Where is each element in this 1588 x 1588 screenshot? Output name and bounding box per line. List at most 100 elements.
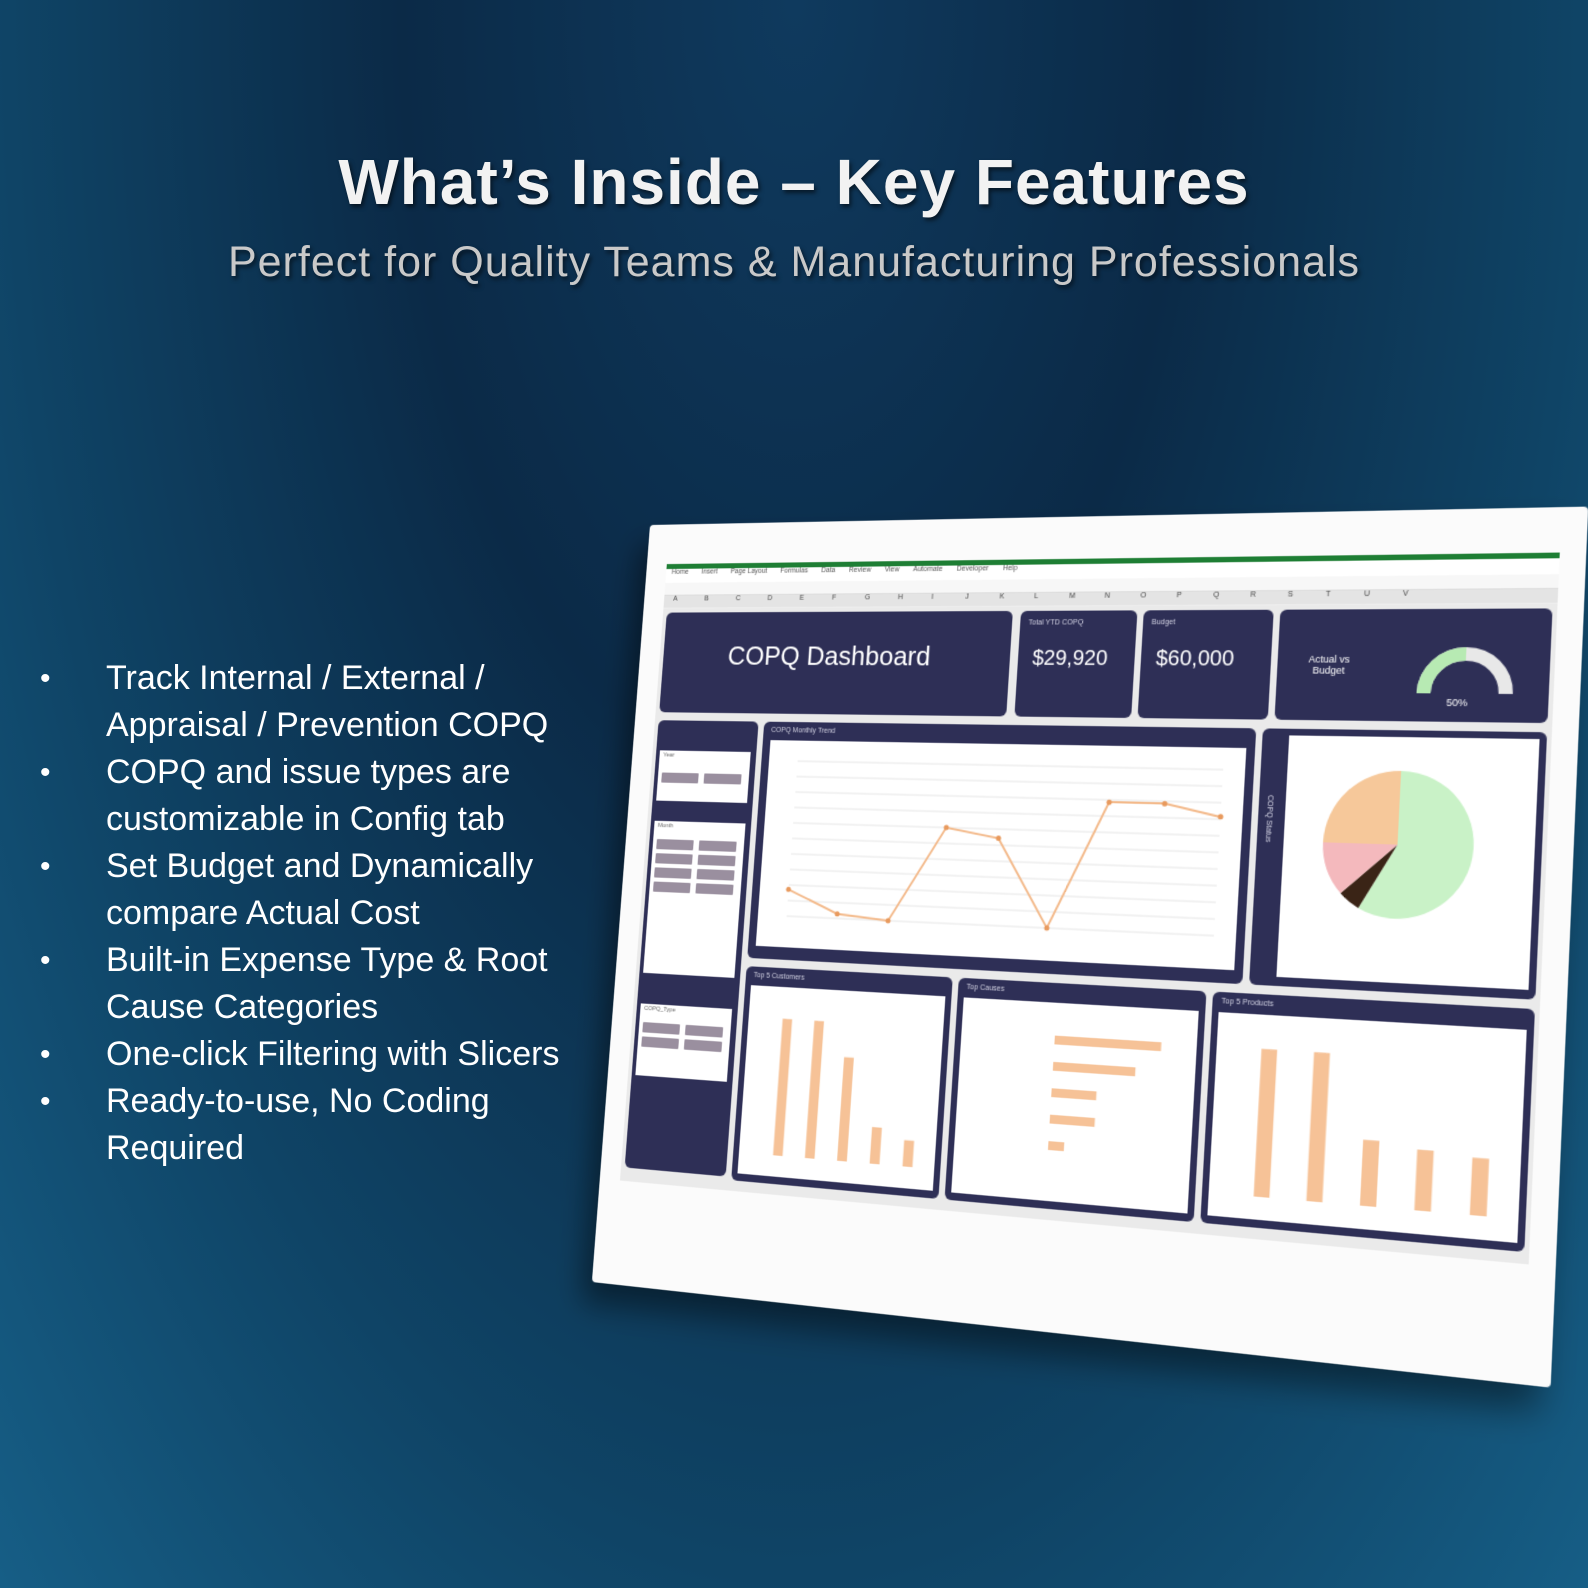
bar xyxy=(1047,1141,1065,1152)
slicer-option[interactable] xyxy=(642,1022,681,1035)
status-panel: COPQ Status xyxy=(1249,728,1548,1000)
slicer-option[interactable] xyxy=(683,1039,723,1053)
gauge-value: 50% xyxy=(1446,696,1468,709)
column-header[interactable]: V xyxy=(1402,590,1409,598)
pie-slice xyxy=(1323,769,1402,845)
slicer-option[interactable] xyxy=(697,854,736,867)
ribbon-tab[interactable]: Home xyxy=(671,568,689,576)
ribbon-tab[interactable]: Help xyxy=(1002,564,1018,573)
type-slicer[interactable]: COPQ_Type xyxy=(635,1003,733,1082)
trend-panel: COPQ Monthly Trend xyxy=(747,721,1257,985)
bar xyxy=(1051,1088,1097,1101)
slicer-option[interactable] xyxy=(684,1024,724,1038)
ribbon-tab[interactable]: Insert xyxy=(701,568,718,576)
column-header[interactable]: L xyxy=(1033,592,1039,601)
page-title: What’s Inside – Key Features xyxy=(338,146,1250,218)
bar xyxy=(1049,1114,1096,1127)
bullet-icon: • xyxy=(40,850,51,883)
feature-item: •One-click Filtering with Slicers xyxy=(40,1031,620,1078)
column-header[interactable]: M xyxy=(1069,592,1076,601)
column-header[interactable]: Q xyxy=(1213,591,1220,600)
ribbon-tab[interactable]: Review xyxy=(848,566,872,574)
grid-line xyxy=(787,916,1214,936)
grid-line xyxy=(798,761,1224,770)
bar xyxy=(869,1126,882,1165)
bar xyxy=(837,1057,854,1162)
ribbon-tab[interactable]: Data xyxy=(820,566,836,575)
feature-item: •Set Budget and Dynamically compare Actu… xyxy=(40,843,620,937)
trend-line xyxy=(787,794,1222,936)
customers-bar-chart xyxy=(737,985,946,1191)
year-slicer[interactable]: Year xyxy=(656,750,751,804)
slicer-option[interactable] xyxy=(654,867,692,879)
trend-chart xyxy=(755,740,1247,971)
column-header[interactable]: T xyxy=(1325,590,1331,599)
column-header[interactable]: E xyxy=(799,594,805,602)
column-header[interactable]: P xyxy=(1176,591,1182,600)
column-header[interactable]: N xyxy=(1104,592,1111,600)
bar xyxy=(1414,1149,1434,1212)
column-header[interactable]: B xyxy=(704,595,709,603)
bar xyxy=(804,1020,825,1159)
column-header[interactable]: S xyxy=(1287,590,1294,599)
bullet-icon: • xyxy=(40,944,51,977)
slicer-option[interactable] xyxy=(661,772,699,784)
causes-panel: Top Causes xyxy=(944,977,1207,1223)
dashboard-title: COPQ Dashboard xyxy=(726,640,932,672)
ribbon-tab[interactable]: Automate xyxy=(912,565,943,574)
grid-line xyxy=(796,777,1222,787)
causes-bar-chart xyxy=(951,997,1199,1214)
month-slicer[interactable]: Month xyxy=(643,820,746,978)
page-subtitle: Perfect for Quality Teams & Manufacturin… xyxy=(227,238,1361,286)
bar xyxy=(773,1018,793,1157)
dashboard: COPQ Dashboard Total YTD COPQ $29,920 Bu… xyxy=(619,603,1558,1265)
slicer-option[interactable] xyxy=(655,853,693,865)
slicer-option[interactable] xyxy=(696,868,735,881)
ribbon-tab[interactable]: Developer xyxy=(956,565,989,573)
slicer-title: Month xyxy=(657,822,674,830)
panel-title: Top 5 Products xyxy=(1221,997,1274,1009)
grid-line xyxy=(794,807,1220,819)
column-header[interactable]: I xyxy=(931,593,934,601)
grid-line xyxy=(790,869,1217,885)
column-header[interactable]: O xyxy=(1140,592,1147,600)
bullet-icon: • xyxy=(40,1085,51,1118)
grid-line xyxy=(789,885,1216,902)
panel-title: COPQ Status xyxy=(1263,794,1274,843)
bar xyxy=(902,1140,915,1168)
gauge-panel: Actual vs Budget 50% xyxy=(1274,608,1553,724)
column-header[interactable]: K xyxy=(999,593,1005,601)
column-header[interactable]: R xyxy=(1250,591,1257,599)
bullet-icon: • xyxy=(40,756,51,789)
kpi-value: $60,000 xyxy=(1155,646,1235,671)
slicer-option[interactable] xyxy=(695,883,734,896)
kpi-label: Total YTD COPQ xyxy=(1028,619,1084,627)
slicer-title: Year xyxy=(663,752,675,759)
panel-title: COPQ Monthly Trend xyxy=(770,726,836,735)
column-header[interactable]: C xyxy=(735,595,741,603)
status-pie-chart xyxy=(1276,735,1540,990)
bullet-icon: • xyxy=(40,1038,51,1071)
column-header[interactable]: A xyxy=(672,595,678,603)
slicer-option[interactable] xyxy=(703,773,742,785)
ribbon-tab[interactable]: View xyxy=(884,566,900,574)
column-header[interactable]: U xyxy=(1363,590,1371,599)
slicer-option[interactable] xyxy=(641,1036,680,1050)
column-header[interactable]: J xyxy=(965,593,970,601)
kpi-total-ytd: Total YTD COPQ $29,920 xyxy=(1014,610,1138,718)
gauge-label: Actual vs Budget xyxy=(1308,653,1351,676)
column-header[interactable]: G xyxy=(864,594,871,602)
ribbon-tab[interactable]: Formulas xyxy=(780,567,809,575)
feature-list: •Track Internal / External / Appraisal /… xyxy=(40,655,620,1172)
column-header[interactable]: H xyxy=(897,593,904,602)
slicer-option[interactable] xyxy=(656,838,694,851)
products-panel: Top 5 Products xyxy=(1200,991,1535,1253)
column-header[interactable]: F xyxy=(831,594,837,602)
ribbon-tab[interactable]: Page Layout xyxy=(730,567,768,576)
dashboard-title-panel: COPQ Dashboard xyxy=(659,610,1013,717)
column-header[interactable]: D xyxy=(767,594,773,603)
slicer-option[interactable] xyxy=(698,840,737,852)
slicer-option[interactable] xyxy=(652,881,691,894)
